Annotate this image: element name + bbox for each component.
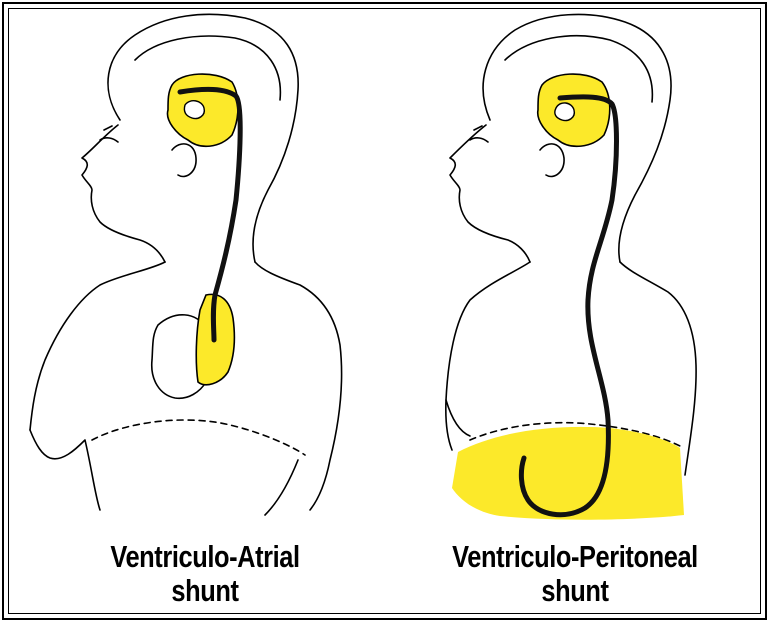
left-hip-line <box>265 460 298 515</box>
right-ventricle <box>538 74 610 146</box>
left-neck-front <box>30 262 165 430</box>
right-arm <box>446 400 470 436</box>
left-ventricle <box>168 74 238 146</box>
va-caption-line2: shunt <box>70 574 341 608</box>
left-ear <box>172 144 196 177</box>
left-back <box>255 262 342 510</box>
va-shunt-caption: Ventriculo-Atrial shunt <box>70 540 341 608</box>
right-face-profile <box>450 125 530 262</box>
va-caption-line1: Ventriculo-Atrial <box>70 540 341 574</box>
right-neck-front <box>446 262 530 450</box>
left-arm <box>30 430 100 510</box>
vp-caption-line1: Ventriculo-Peritoneal <box>419 540 731 574</box>
vp-shunt-caption: Ventriculo-Peritoneal shunt <box>419 540 731 608</box>
vp-caption-line2: shunt <box>419 574 731 608</box>
right-ear <box>540 144 564 177</box>
right-eye <box>470 126 488 142</box>
left-diaphragm <box>92 420 305 455</box>
left-face-profile <box>82 125 165 262</box>
peritoneal-cavity <box>452 427 684 520</box>
